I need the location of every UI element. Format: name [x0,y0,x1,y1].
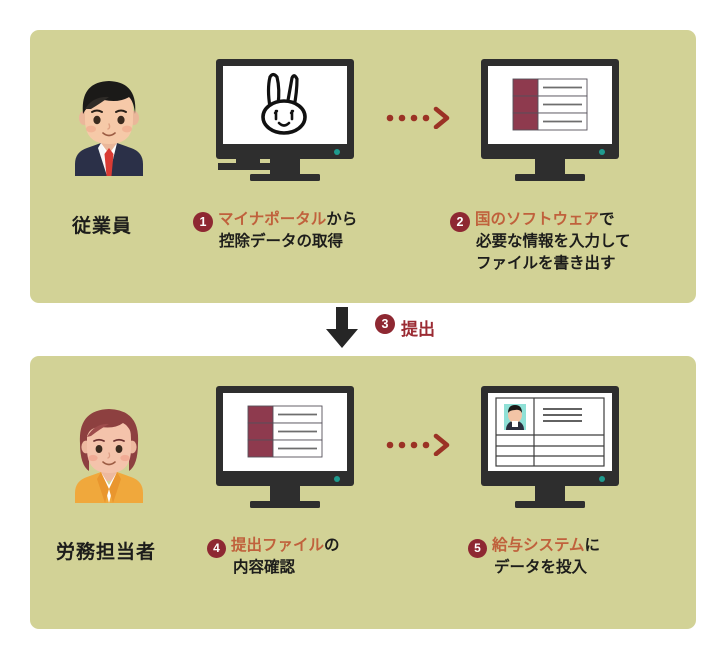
submit-label: 提出 [401,320,435,339]
step-badge-1: 1 [193,212,213,233]
step-4-line2: 内容確認 [233,559,296,576]
data-table-graphic [247,405,323,458]
step-5-tail-text: に [584,537,601,554]
monitor-government-software [477,57,623,185]
submit-connector: 3 提出 [325,307,475,351]
step-1-line2: 控除データの取得 [219,233,344,250]
step-5-highlight-text: 給与システム [492,537,585,554]
step-badge-3: 3 [375,314,395,334]
role-label-employee: 従業員 [72,216,133,237]
step-4-tail-text: の [324,537,340,554]
monitor-payroll-system [477,384,623,512]
female-office-worker-avatar [71,403,147,503]
rabbit-mascot-icon [261,72,307,135]
step-5-line2: データを投入 [494,559,588,576]
step-2-line2: 必要な情報を入力して [476,233,631,250]
dotted-arrow-step1-to-step2 [385,103,451,130]
step-4-highlight-text: 提出ファイル [231,537,325,554]
step-2-caption: 2 国のソフトウェアで 必要な情報を入力して ファイルを書き出す [450,209,631,275]
data-table-graphic [512,78,588,131]
step-2-highlight-text: 国のソフトウェア [475,211,600,228]
step-badge-5: 5 [468,538,487,558]
down-arrow-icon [325,307,359,349]
employee-record-graphic [495,397,605,467]
step-4-caption: 4 提出ファイルの 内容確認 [207,535,340,579]
step-1-tail-text: から [326,211,358,228]
step-badge-2: 2 [450,212,470,233]
male-office-worker-avatar [71,76,147,176]
step-2-line3: ファイルを書き出す [476,255,616,272]
id-photo-thumbnail [504,404,526,430]
step-5-caption: 5 給与システムに データを投入 [468,535,600,579]
role-label-hr: 労務担当者 [56,542,157,563]
monitor-file-review [212,384,358,512]
monitor-mynaportal [212,57,358,185]
step-1-caption: 1 マイナポータルから 控除データの取得 [193,209,357,253]
step-badge-4: 4 [207,538,226,558]
step-1-highlight-text: マイナポータル [218,211,327,228]
step-2-tail-text: で [599,211,615,228]
dotted-arrow-step4-to-step5 [385,430,451,457]
